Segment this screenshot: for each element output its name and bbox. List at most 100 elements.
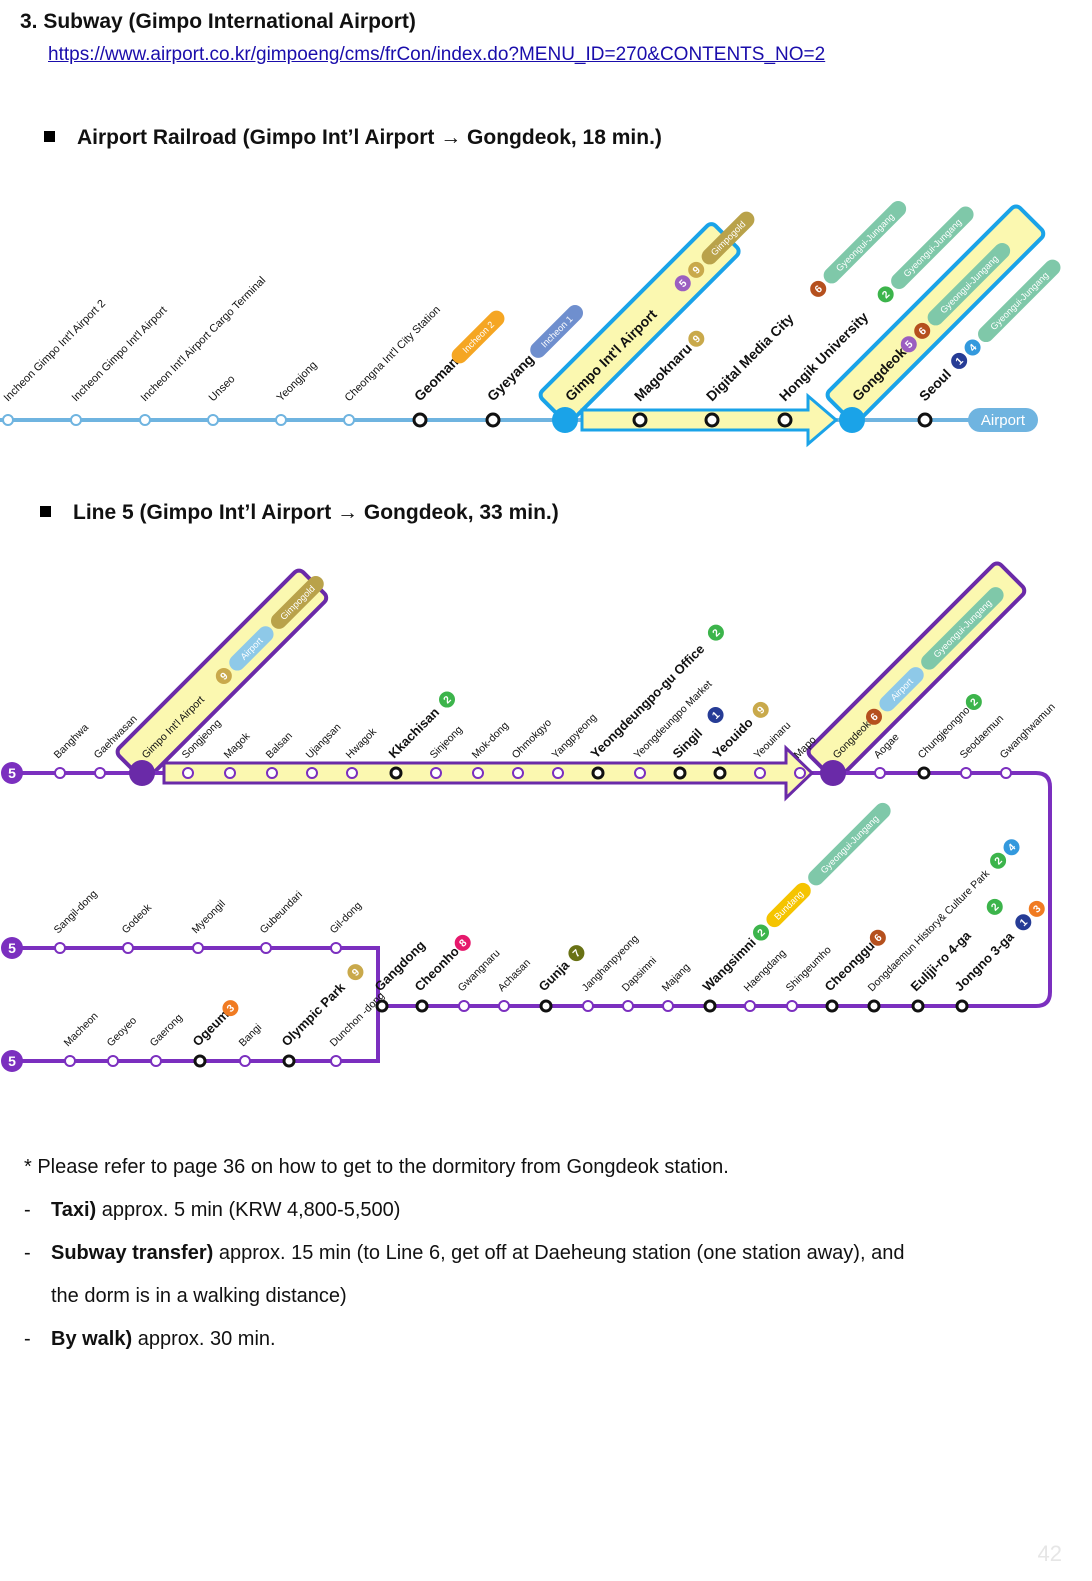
station-dot-unseo	[207, 414, 219, 426]
station-dot-cheongna-int-l-city-station	[343, 414, 355, 426]
line-badge-2	[990, 852, 1007, 869]
station-dot-godeok	[122, 942, 134, 954]
station-dot-olympic-park	[282, 1054, 296, 1068]
bullet-square-icon	[40, 505, 51, 517]
station-label-gwanghwamun: Gwanghwamun	[998, 701, 1058, 761]
line-pill-gyeongui-jungang	[921, 587, 1004, 670]
line-pill-airport	[229, 626, 274, 671]
station-dot-yeouido	[713, 766, 727, 780]
station-dot-geoyeo	[107, 1055, 119, 1067]
line-badge-1	[1015, 914, 1032, 931]
station-label-seoul: Seoul	[916, 366, 954, 404]
station-label-gunja: Gunja	[536, 957, 573, 994]
station-dot-ohmokgyo	[512, 767, 524, 779]
station-dot-gubeundari	[260, 942, 272, 954]
line-badge-4	[1003, 839, 1020, 856]
station-label-group-incheon-int-l-airport-cargo-terminal: Incheon Int'l Airport Cargo Terminal	[139, 275, 269, 405]
station-dot-shingeumho	[786, 1000, 798, 1012]
note-continuation: the dorm is in a walking distance)	[51, 1285, 347, 1307]
page-number: 42	[1037, 1541, 1062, 1566]
station-label-ohmokgyo: Ohmokgyo	[510, 717, 555, 762]
station-dot-transfer-gimpo-int-l-airport	[129, 760, 155, 786]
line-badge-1	[951, 352, 968, 369]
note-dash: -	[24, 1328, 31, 1350]
line5-main-track	[14, 771, 1052, 1008]
station-label-balsan: Balsan	[264, 730, 295, 761]
line-pill-label: Gyeongui-Jungang	[834, 211, 896, 273]
line-badge-6	[914, 322, 931, 339]
station-dot-banghwa	[54, 767, 66, 779]
station-label-group-geoyeo: Geoyeo	[105, 1015, 140, 1050]
line5-number-badge	[1, 937, 23, 959]
line5-number-badge	[1, 762, 23, 784]
station-label-group-magok: Magok	[222, 730, 253, 761]
station-dot-macheon	[64, 1055, 76, 1067]
note-subway-transfer: - Subway transfer) approx. 15 min (to Li…	[24, 1242, 1064, 1307]
line-badge-7	[568, 945, 585, 962]
line5-number-label: 5	[8, 940, 16, 956]
line-pill-gyeongui-jungang	[978, 259, 1061, 343]
station-label-group-gil-dong: Gil-dong	[328, 899, 365, 936]
dormitory-reference: * Please refer to page 36 on how to get …	[24, 1156, 729, 1178]
line-badge-9	[688, 261, 705, 278]
note-dash: -	[24, 1199, 31, 1221]
line-badge-6	[865, 708, 882, 725]
line-badge-2	[439, 691, 456, 708]
line5-number-label: 5	[8, 765, 16, 781]
note-text: approx. 30 min.	[132, 1328, 276, 1350]
station-label-majang: Majang	[660, 961, 693, 994]
station-label-group-gwanghwamun: Gwanghwamun	[998, 701, 1058, 761]
station-label-dapsimni: Dapsimni	[620, 955, 659, 994]
station-dot-dunchon-dong	[330, 1055, 342, 1067]
station-dot-chungjeongno	[917, 766, 931, 780]
station-dot-majang	[662, 1000, 674, 1012]
station-dot-hongik-university	[777, 412, 793, 428]
station-dot-gaerong	[150, 1055, 162, 1067]
station-dot-seoul	[917, 412, 933, 428]
station-label-gaerong: Gaerong	[148, 1012, 185, 1049]
note-label: Taxi)	[51, 1199, 97, 1221]
station-label-gil-dong: Gil-dong	[328, 899, 365, 936]
station-dot-cheonho	[415, 999, 429, 1013]
line-pill-label: Incheon 1	[539, 314, 575, 350]
line-badge-2	[986, 898, 1003, 915]
station-dot-sangil-dong	[54, 942, 66, 954]
station-label-group-hwagok: Hwagok	[344, 725, 380, 761]
station-dot-geomam	[412, 412, 428, 428]
station-dot-gwanghwamun	[1000, 767, 1012, 779]
line-pill-gyeongui-jungang	[927, 242, 1011, 326]
station-label-group-bangi: Bangi	[237, 1022, 264, 1049]
airport-end-pill	[968, 408, 1038, 432]
station-label-achasan: Achasan	[496, 957, 533, 994]
station-label-banghwa: Banghwa	[52, 722, 92, 762]
station-dot-gwangnaru	[458, 1000, 470, 1012]
line-pill-bundang	[766, 882, 811, 928]
line-badge-2	[965, 693, 982, 710]
station-label-godeok: Godeok	[120, 901, 155, 936]
station-dot-incheon-gimpo-int-l-airport	[70, 414, 82, 426]
station-label-group-achasan: Achasan	[496, 957, 533, 994]
station-label-magok: Magok	[222, 730, 253, 761]
station-label-yeongjong: Yeongjong	[275, 359, 320, 404]
station-dot-myeongil	[192, 942, 204, 954]
station-dot-yangpyeong	[552, 767, 564, 779]
line-badge-1	[707, 706, 724, 723]
notes: * Please refer to page 36 on how to get …	[24, 1156, 1064, 1371]
route-arrow	[162, 744, 815, 802]
station-dot-gil-dong	[330, 942, 342, 954]
station-dot-dapsimni	[622, 1000, 634, 1012]
station-label-group-gubeundari: Gubeundari	[258, 889, 305, 936]
station-dot-songjeong	[182, 767, 194, 779]
station-label-group-ujangsan: Ujangsan	[304, 721, 344, 761]
source-link[interactable]: https://www.airport.co.kr/gimpoeng/cms/f…	[48, 44, 826, 65]
line-pill-gyeongui-jungang	[823, 200, 907, 284]
line-badge-2	[707, 624, 724, 641]
line-badge-4	[964, 339, 981, 356]
station-label-singil: Singil	[670, 725, 706, 761]
station-label-group-mok-dong: Mok-dong	[470, 720, 512, 762]
line-badge-2	[753, 924, 770, 941]
